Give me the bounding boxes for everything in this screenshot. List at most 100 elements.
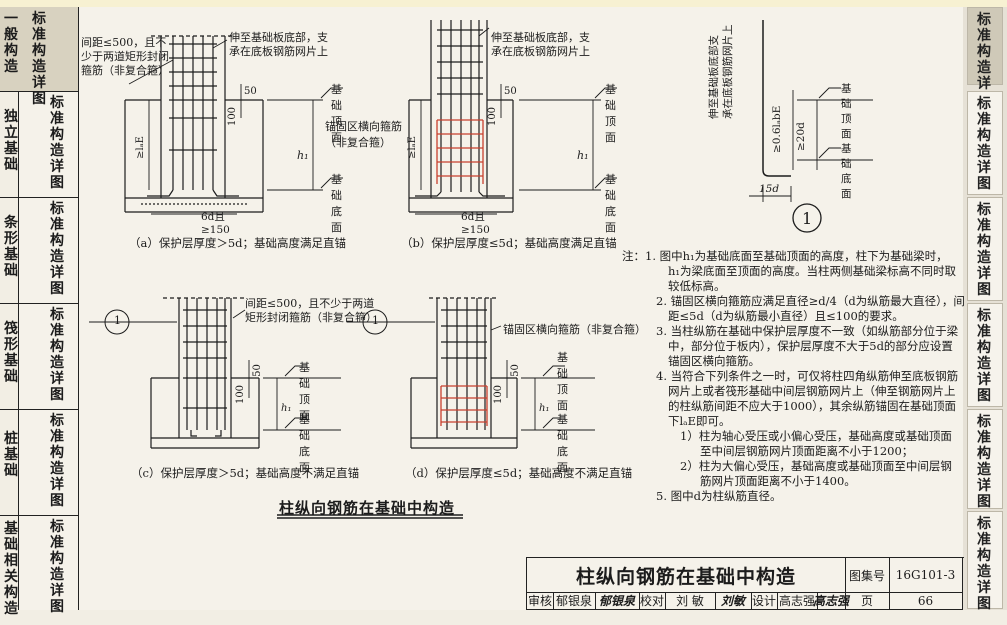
title-block-title: 柱纵向钢筋在基础中构造 <box>527 558 846 593</box>
note-line: 距≤5d（d为纵筋最小直径）且≤100的要求。 <box>668 309 904 323</box>
left-tab-label: 标准构造详图 <box>50 519 64 615</box>
detail-c-section-mark: 1 <box>114 314 121 327</box>
detail-b-bend-dim: 6d且≥150 <box>461 211 490 236</box>
detail-c-spacing-note: 间距≤500，且不少于两道 矩形封闭箍筋（非复合箍） <box>245 297 377 324</box>
detail-b-column <box>415 20 505 198</box>
design-label: 设计 <box>751 592 778 610</box>
right-tab-strip: 标准构造详图 标准构造详图 标准构造详图 标准构造详图 标准构造详图 标准构造详… <box>963 7 1007 612</box>
right-tab-label: 标准构造详图 <box>977 516 991 612</box>
detail-1-bend: 15d <box>759 183 780 195</box>
detail-b-caption: （b）保护层厚度≤5d；基础高度满足直锚 <box>401 236 617 250</box>
detail-c-section-circle <box>104 309 130 335</box>
detail-a-extend-note: 伸至基础板底部，支 承在底板钢筋网片上 <box>229 31 328 58</box>
detail-d-bottom-label: 基础底面 <box>557 413 568 474</box>
detail-b-foundation <box>408 99 514 213</box>
right-tab-label: 标准构造详图 <box>977 202 991 298</box>
detail-c-h-label: h₁ <box>281 403 292 414</box>
note-line: 下lₐE即可。 <box>668 414 731 428</box>
detail-d-top-label: 基础顶面 <box>557 351 568 412</box>
left-tab-general[interactable]: 一般构造 标准构造详图 <box>0 7 78 107</box>
left-tab-pile-foundation[interactable]: 桩基础 标准构造详图 <box>0 409 78 516</box>
detail-d-anchor-stirrups <box>440 385 488 426</box>
detail-d <box>347 297 595 449</box>
left-tab-related-construction[interactable]: 基础相关构造 标准构造详图 <box>0 515 78 617</box>
detail-c-caption: （c）保护层厚度＞5d；基础高度不满足直锚 <box>131 466 360 480</box>
drawing-sheet: 间距≤500，且不 少于两道矩形封闭 箍筋（非复合箍） 伸至基础板底部，支 承在… <box>18 7 965 610</box>
reviewer-signature: 郁银泉 <box>595 592 640 610</box>
note-line: 较低标高。 <box>668 279 726 293</box>
detail-d-section-circle <box>362 309 388 335</box>
note-line: 锚固区横向箍筋。 <box>668 354 760 368</box>
detail-a-spacing-note: 间距≤500，且不 少于两道矩形封闭 箍筋（非复合箍） <box>81 36 169 77</box>
left-tab-isolated-foundation[interactable]: 独立基础 标准构造详图 <box>0 91 78 198</box>
left-tab-category: 桩基础 <box>4 431 18 479</box>
detail-b-dim-50: 50 <box>504 86 517 97</box>
detail-d-column <box>429 297 499 438</box>
right-tab-2[interactable]: 标准构造详图 <box>967 91 1003 195</box>
detail-a-bottom-label: 基础底面 <box>331 173 342 234</box>
left-tab-raft-foundation[interactable]: 筏形基础 标准构造详图 <box>0 303 78 410</box>
detail-a-dim-50: 50 <box>244 86 257 97</box>
notes-block: 注：1. 图中h₁为基础底面至基础顶面的高度，柱下为基础梁时， h₁为梁底面至顶… <box>622 249 965 504</box>
left-category-tabs: 一般构造 标准构造详图 独立基础 标准构造详图 条形基础 标准构造详图 筏形基础… <box>0 7 79 617</box>
detail-a-column <box>147 35 239 198</box>
detail-1-circle <box>792 203 822 233</box>
note-line: 中，部分位于板内），保护层厚度不大于5d的部分应设置 <box>668 339 953 353</box>
right-tab-label: 标准构造详图 <box>977 96 991 192</box>
left-tab-category: 基础相关构造 <box>4 521 18 617</box>
detail-a-bend-dim: 6d且≥150 <box>201 211 230 236</box>
note-line: 4. 当符合下列条件之一时，可仅将柱四角纵筋伸至底板钢筋 <box>656 369 959 383</box>
right-tab-4[interactable]: 标准构造详图 <box>967 303 1003 407</box>
detail-c <box>89 297 341 449</box>
detail-d-dims <box>347 321 595 431</box>
right-tab-5[interactable]: 标准构造详图 <box>967 409 1003 510</box>
detail-a-caption: （a）保护层厚度＞5d；基础高度满足直锚 <box>129 236 347 250</box>
detail-b-bottom-label: 基础底面 <box>605 173 616 234</box>
viewer-top-strip <box>0 0 1007 7</box>
note-line: 至中间层钢筋网片顶面距离不小于1200； <box>700 444 914 458</box>
detail-b-anchor-dim: ≥lₐE <box>406 136 418 159</box>
detail-a-h-label: h₁ <box>297 149 309 162</box>
checker-signature: 刘敏 <box>715 592 752 610</box>
left-tab-strip-foundation[interactable]: 条形基础 标准构造详图 <box>0 197 78 304</box>
note-line: 1）柱为轴心受压或小偏心受压，基础高度或基础顶面 <box>680 429 952 443</box>
detail-b-top-label: 基础顶面 <box>605 83 616 144</box>
right-tab-3[interactable]: 标准构造详图 <box>967 197 1003 301</box>
title-block: 柱纵向钢筋在基础中构造 图集号 16G101-3 审核 郁银泉 郁银泉 校对 刘… <box>526 557 964 610</box>
note-line: 2. 锚固区横向箍筋应满足直径≥d/4（d为纵筋最大直径），间 <box>656 294 965 308</box>
detail-b-anchor-note: 锚固区横向箍筋 （非复合箍） <box>325 120 402 149</box>
detail-a-dim-100: 100 <box>227 106 239 127</box>
checker-name: 刘 敏 <box>665 592 716 610</box>
note-line: 筋网片顶面距离不小于1400。 <box>700 474 856 488</box>
structural-detail-drawing <box>89 20 873 519</box>
detail-c-foundation <box>150 377 260 449</box>
detail-a <box>124 35 343 215</box>
right-tab-6[interactable]: 标准构造详图 <box>967 511 1003 612</box>
note-line: 注：1. 图中h₁为基础底面至基础顶面的高度，柱下为基础梁时， <box>622 249 948 263</box>
detail-d-foundation <box>410 377 518 449</box>
designer-signature: 高志强 <box>813 592 850 610</box>
note-line: 3. 当柱纵筋在基础中保护层厚度不一致（如纵筋部分位于梁 <box>656 324 959 338</box>
note-line: h₁为梁底面至顶面的高度。当柱两侧基础梁标高不同时取 <box>668 264 957 278</box>
detail-b-h-label: h₁ <box>577 149 589 162</box>
right-tab-label: 标准构造详图 <box>977 308 991 404</box>
left-tab-label: 标准构造详图 <box>50 307 64 403</box>
right-tab-1[interactable]: 标准构造详图 <box>967 7 1003 108</box>
detail-d-anchor-note: 锚固区横向箍筋（非复合箍） <box>503 323 646 336</box>
detail-b-anchor-stirrups <box>436 119 484 184</box>
detail-a-top-label: 基础顶面 <box>331 83 342 144</box>
detail-1-bottom-label: 基础底面 <box>841 143 852 200</box>
detail-b <box>408 20 617 215</box>
detail-c-dim-100: 100 <box>235 384 247 405</box>
detail-d-dim-100: 100 <box>493 384 505 405</box>
page-number: 66 <box>889 592 963 610</box>
detail-b-dims <box>415 27 617 215</box>
note-line: 网片上或者筏形基础中间层钢筋网片上（伸至钢筋网片上 <box>668 384 956 398</box>
detail-b-extend-note: 伸至基础板底部，支 承在底板钢筋网片上 <box>491 31 590 58</box>
detail-1 <box>749 20 873 233</box>
check-label: 校对 <box>639 592 666 610</box>
detail-1-top-label: 基础顶面 <box>841 83 852 140</box>
detail-1-vertical-note: 伸至基础板底部支 承在底板钢筋网片上 <box>708 24 734 120</box>
atlas-number: 16G101-3 <box>889 558 963 593</box>
